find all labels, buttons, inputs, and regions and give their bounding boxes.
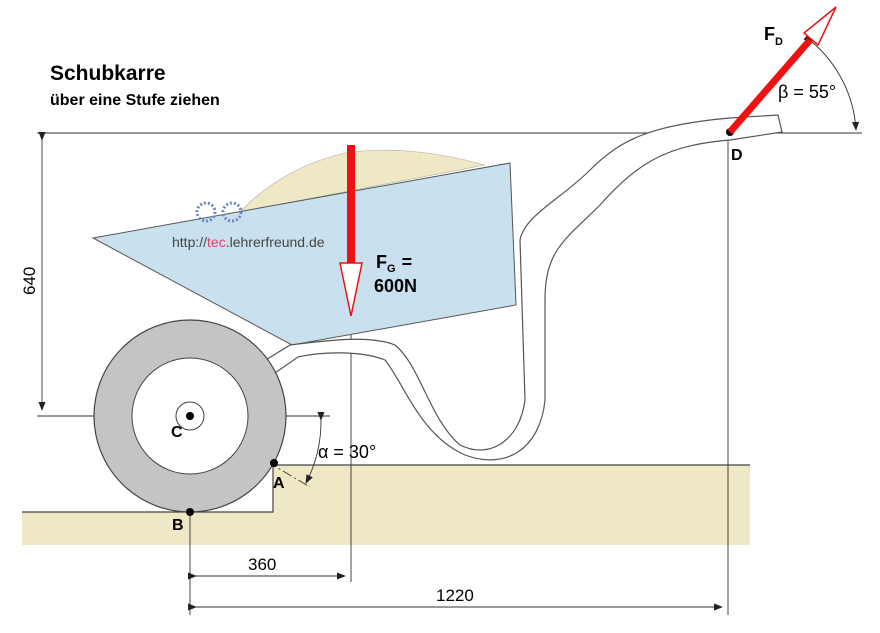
logo-icon [195,201,243,223]
gravity-force-shaft [347,145,355,263]
ground-edge [22,464,750,513]
wheelbarrow-frame [184,114,783,461]
pull-force-arrowhead [802,6,837,47]
fd-label: FD [764,24,783,48]
alpha-angle-label: α = 30° [318,442,376,462]
watermark-url: http://tec.lehrerfreund.de [172,234,325,250]
point-a-label: A [273,475,285,492]
fg-label: FG= [376,252,412,275]
height-dimension: 640 [20,267,39,295]
subtitle: über eine Stufe ziehen [50,92,220,109]
title: Schubkarre [50,62,166,85]
dimension-360: 360 [248,555,276,574]
gravity-force-arrowhead [339,262,363,317]
pull-force-shaft [727,37,813,135]
point-c-label: C [171,424,183,441]
point-d-label: D [731,147,743,164]
point-b-label: B [172,517,184,534]
wheelbarrow-tray [91,162,517,346]
beta-angle-label: β = 55° [778,82,836,102]
dimension-1220: 1220 [436,586,474,605]
fg-value: 600N [374,276,417,296]
ground [22,465,750,545]
